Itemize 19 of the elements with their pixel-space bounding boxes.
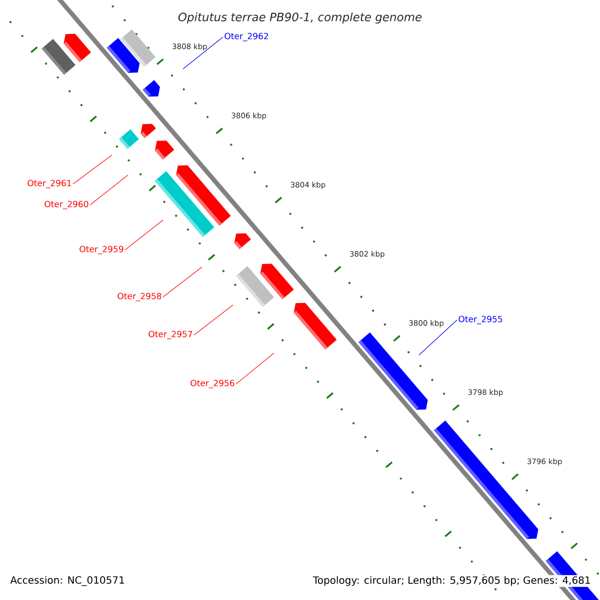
leader-line (124, 220, 164, 250)
genome-summary-text: Topology: circular; Length: 5,957,605 bp; Genes: 4,681 (312, 575, 592, 587)
gene-label: Oter_2962 (224, 32, 268, 42)
title: Opitutus terrae PB90-1, complete genome (178, 12, 422, 24)
leader-line (72, 154, 112, 184)
leader-line (162, 266, 202, 298)
gene-label: Oter_2956 (190, 380, 234, 388)
accession-text: Accession: NC_010571 (10, 576, 124, 586)
leader-line (194, 304, 234, 336)
gene-label: Oter_2959 (80, 246, 124, 254)
leader-line (418, 320, 458, 356)
gene-label: Oter_2957 (148, 330, 192, 340)
leader-line (90, 174, 128, 206)
gene-label: Oter_2961 (28, 180, 71, 188)
gene-label: Oter_2955 (458, 316, 502, 324)
gene-label: Oter_2960 (44, 200, 88, 210)
leader-line (182, 36, 224, 70)
leader-line (236, 352, 274, 384)
gene-label: Oter_2958 (118, 292, 162, 302)
